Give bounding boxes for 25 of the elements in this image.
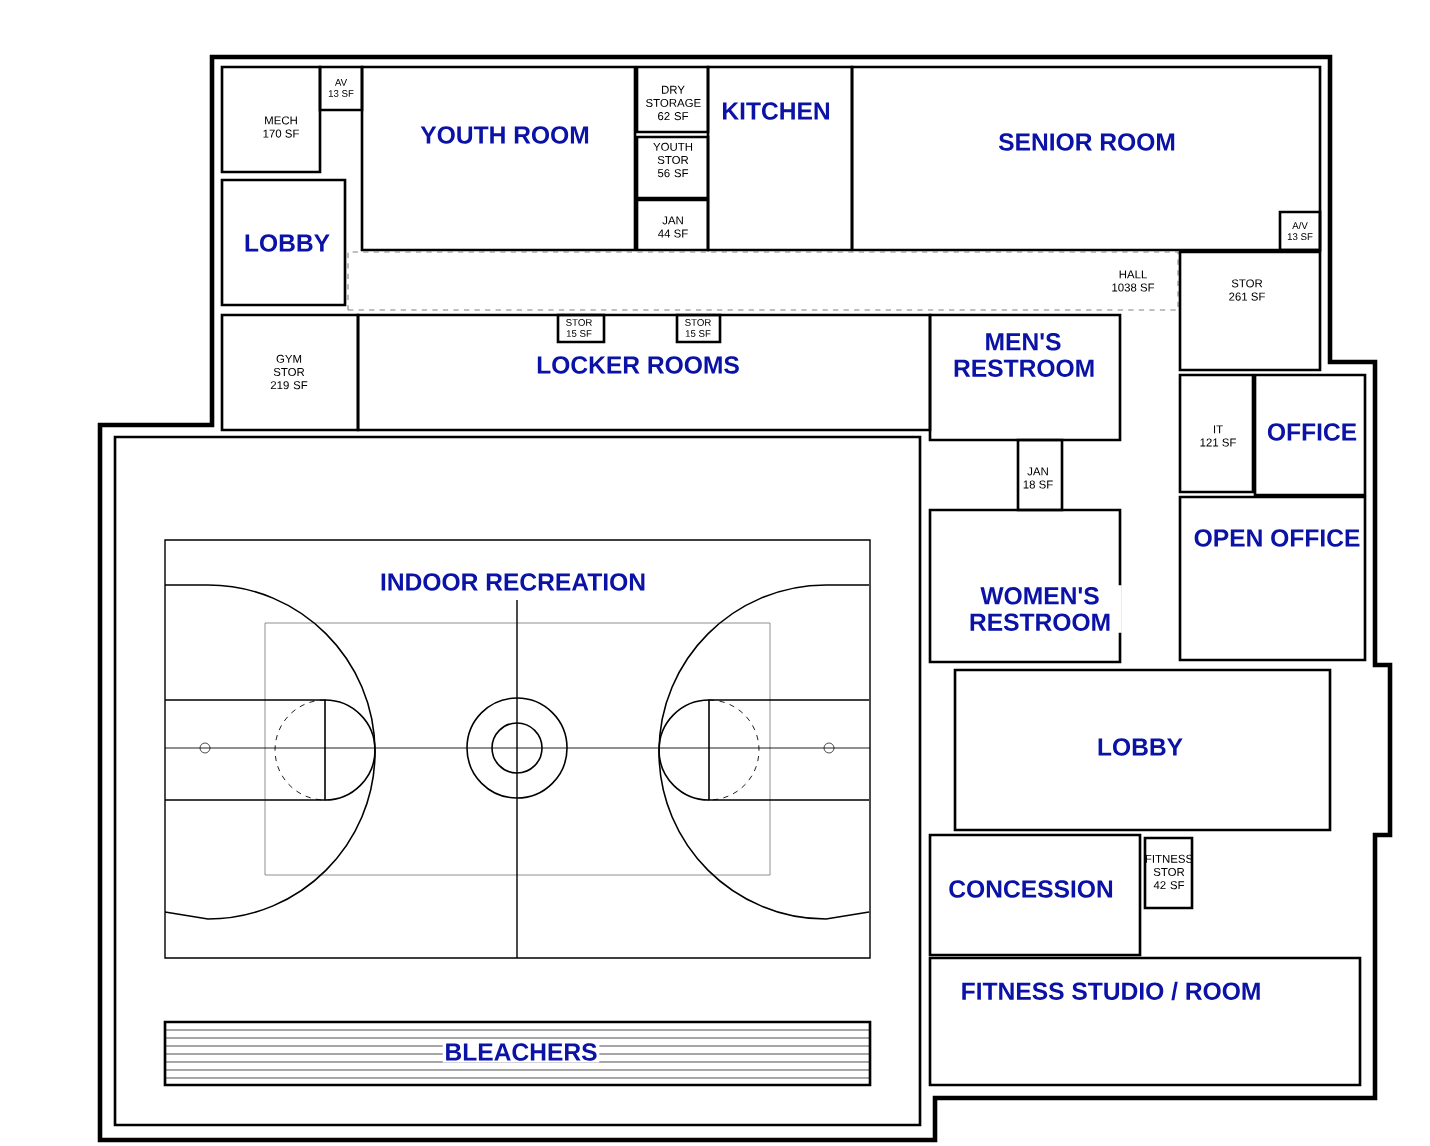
room: JAN 18 SF [1016,438,1064,512]
room: STOR 261 SF [1178,250,1322,372]
hallway: HALL 1038 SF [347,251,1179,311]
room: STOR 15 SF [556,313,606,344]
room: YOUTH STOR 56 SF [635,135,710,200]
room: WOMEN'S RESTROOM [928,508,1122,664]
room: FITNESS STOR 42 SF [1143,836,1194,910]
room: GYM STOR 219 SF [220,313,360,432]
room: DRY STORAGE 62 SF [635,65,710,134]
room: YOUTH ROOM [360,65,637,252]
room: OPEN OFFICE [1178,495,1367,662]
room: KITCHEN [706,65,854,252]
room: FITNESS STUDIO / ROOM [928,956,1362,1087]
bleachers: BLEACHERS [163,1020,872,1087]
room: AV 13 SF [318,65,364,112]
room: STOR 15 SF [675,313,722,344]
room: JAN 44 SF [635,198,710,252]
room: LOBBY [220,178,347,307]
room: OFFICE [1253,373,1367,497]
room: LOBBY [953,668,1332,832]
room: MECH 170 SF [220,65,322,174]
room: CONCESSION [928,833,1142,957]
room: MEN'S RESTROOM [928,313,1122,442]
room: IT 121 SF [1178,373,1255,494]
room: A/V 13 SF [1278,210,1322,252]
